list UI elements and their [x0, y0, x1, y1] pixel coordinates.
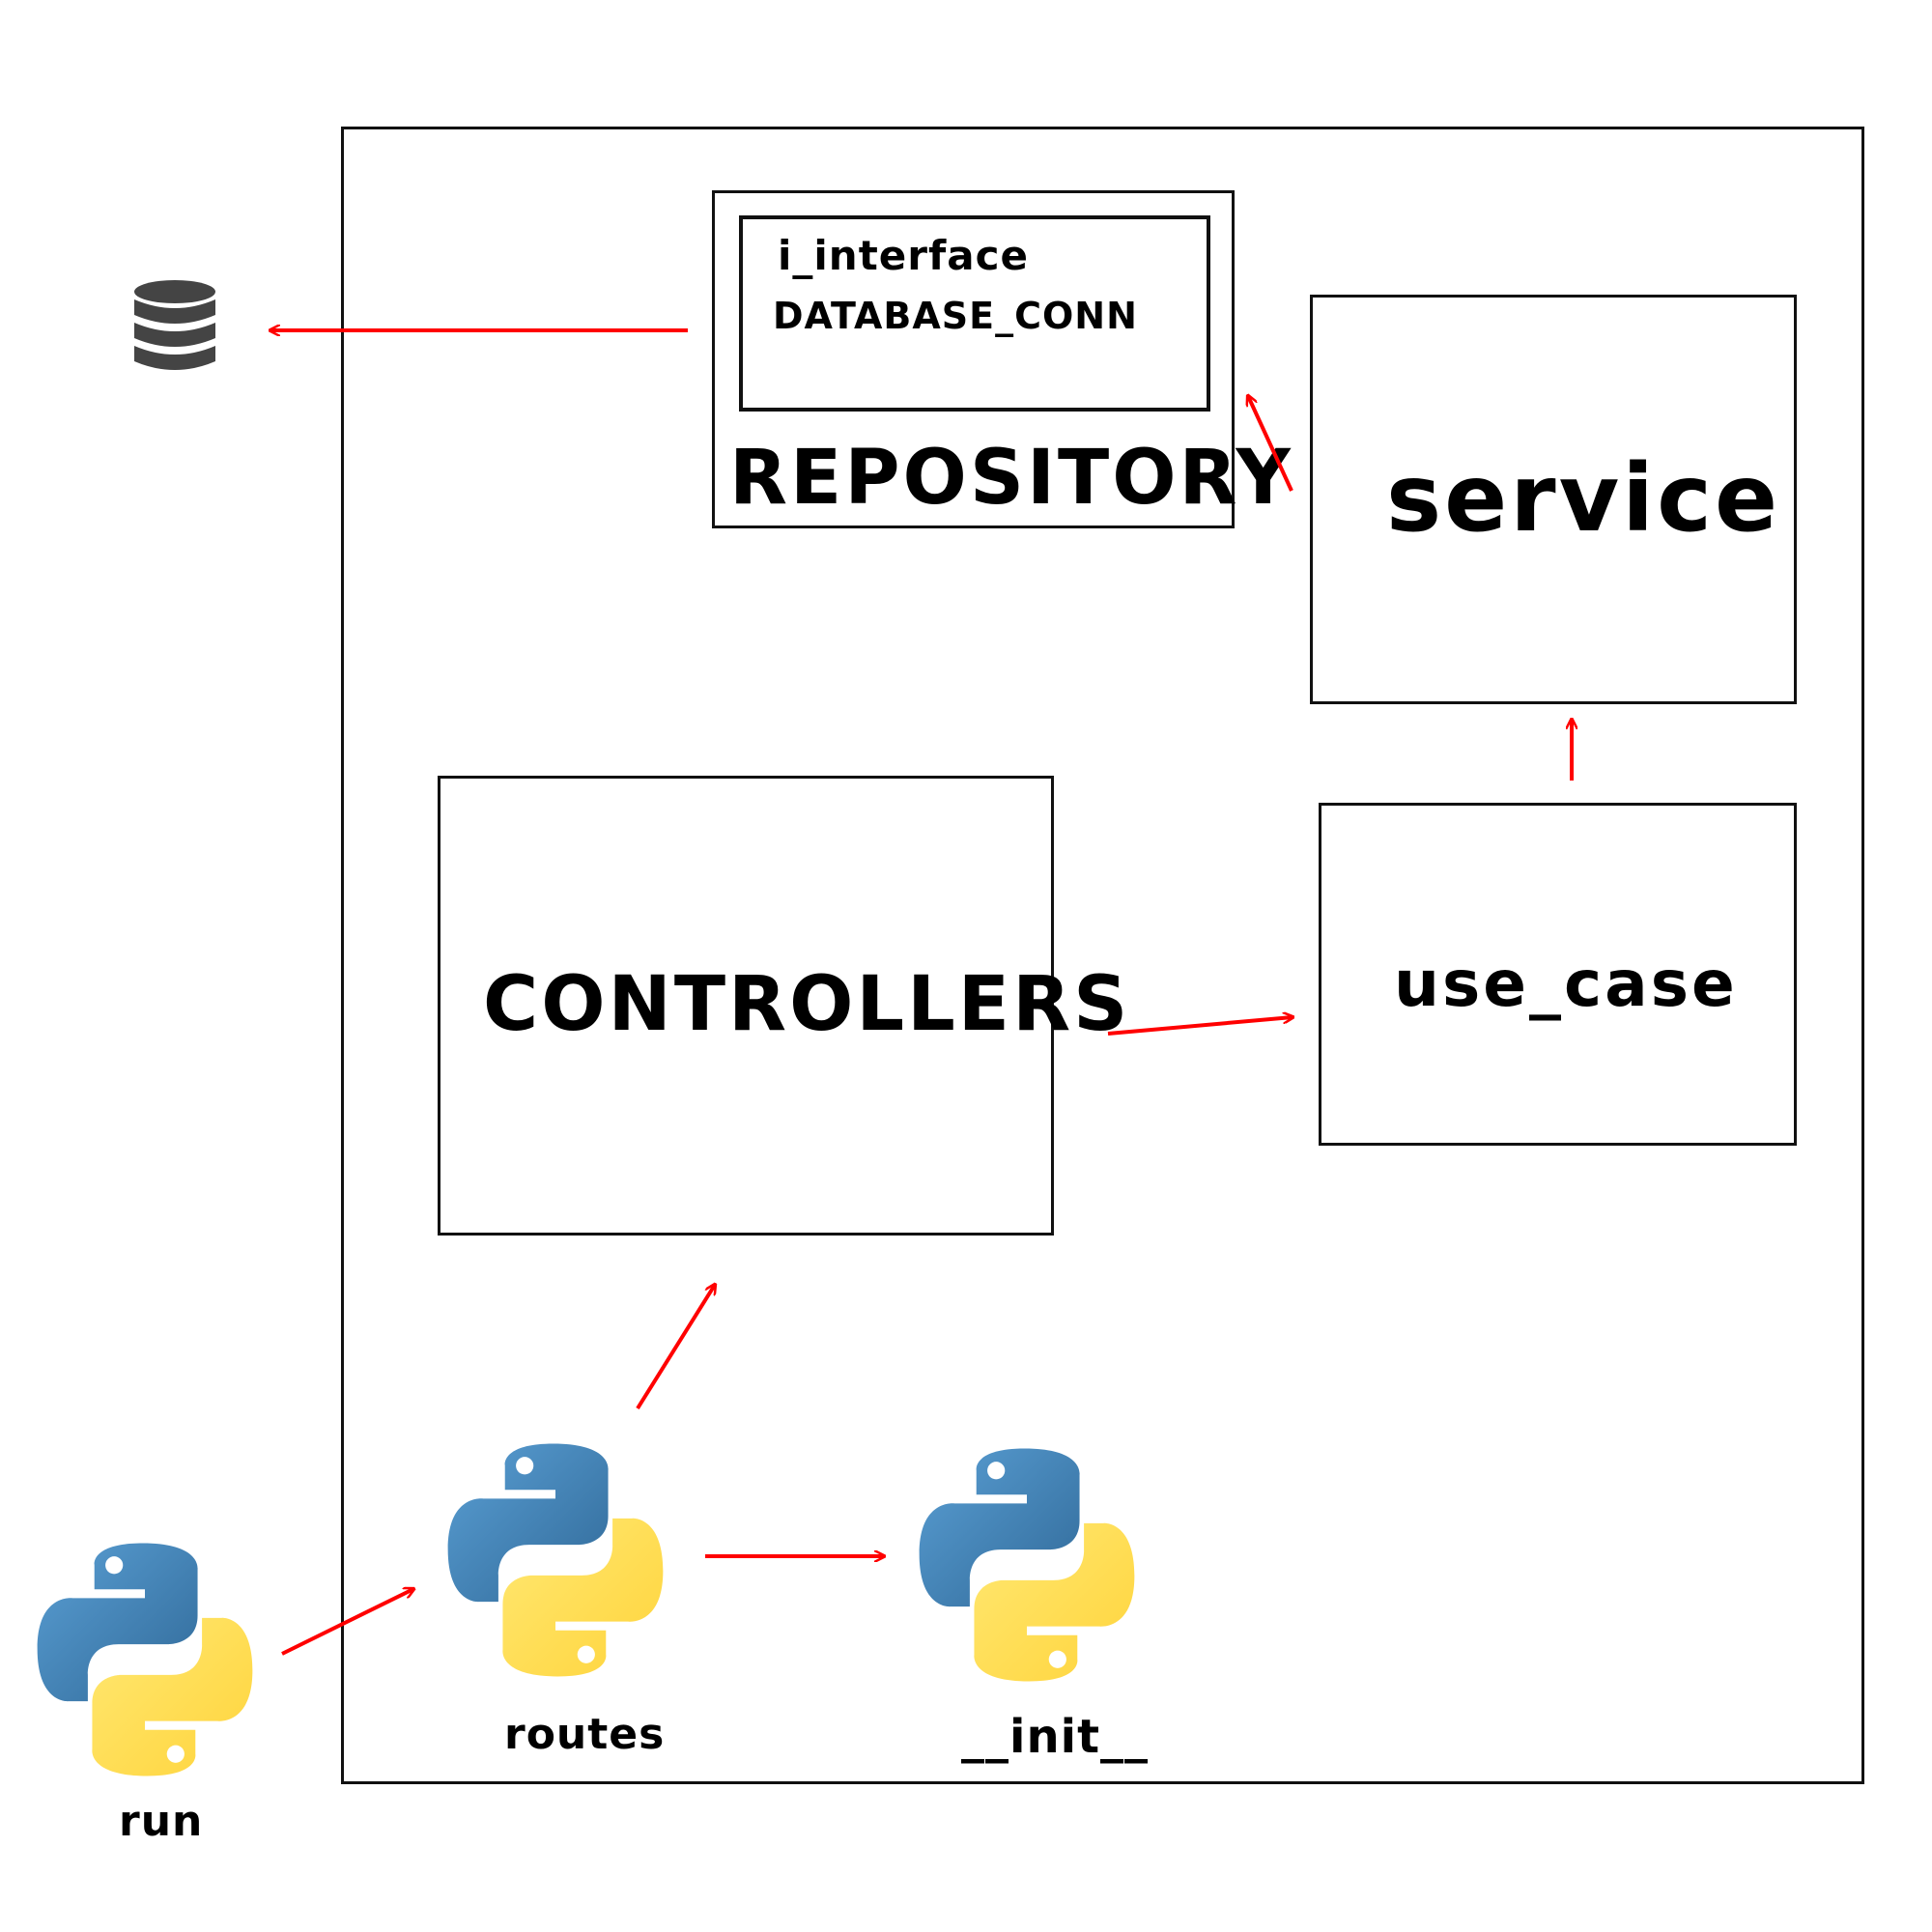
service-title: service — [1386, 444, 1781, 553]
python-icon-init — [919, 1448, 1135, 1682]
python-icon-routes — [447, 1443, 664, 1677]
python-icon-run — [37, 1543, 253, 1776]
i-interface-label: i_interface — [778, 232, 1029, 279]
use-case-title: use_case — [1394, 947, 1738, 1021]
service-box — [1310, 295, 1797, 704]
routes-label: routes — [504, 1710, 666, 1759]
database-icon — [134, 280, 215, 370]
init-label: __init__ — [961, 1710, 1150, 1764]
controllers-box — [438, 776, 1054, 1236]
controllers-title: CONTROLLERS — [483, 961, 1131, 1048]
use-case-box — [1319, 803, 1797, 1146]
repository-title: REPOSITORY — [729, 435, 1293, 522]
database-conn-label: DATABASE_CONN — [773, 295, 1138, 337]
run-label: run — [119, 1797, 204, 1846]
i-interface-box — [739, 215, 1210, 412]
